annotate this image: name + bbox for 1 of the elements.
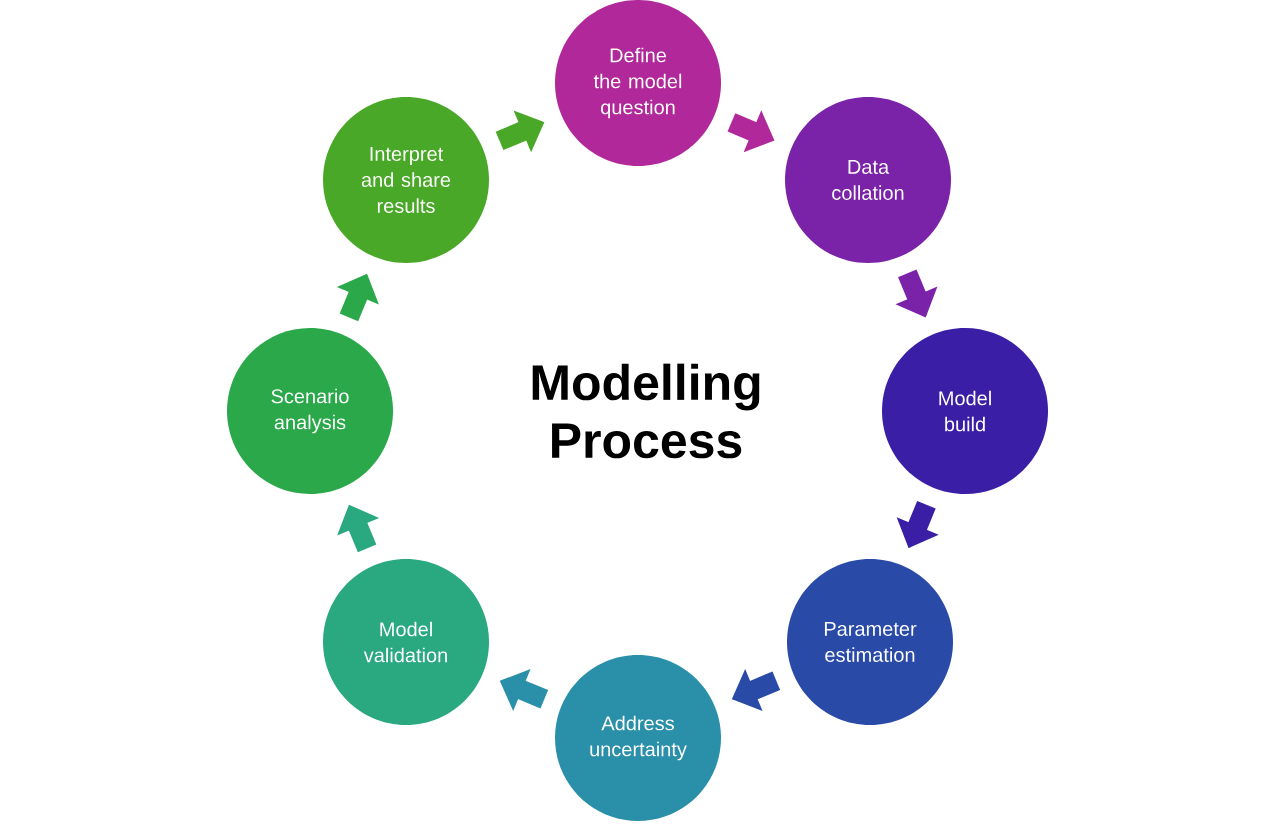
diagram-title: Modelling Process (532, 363, 760, 459)
